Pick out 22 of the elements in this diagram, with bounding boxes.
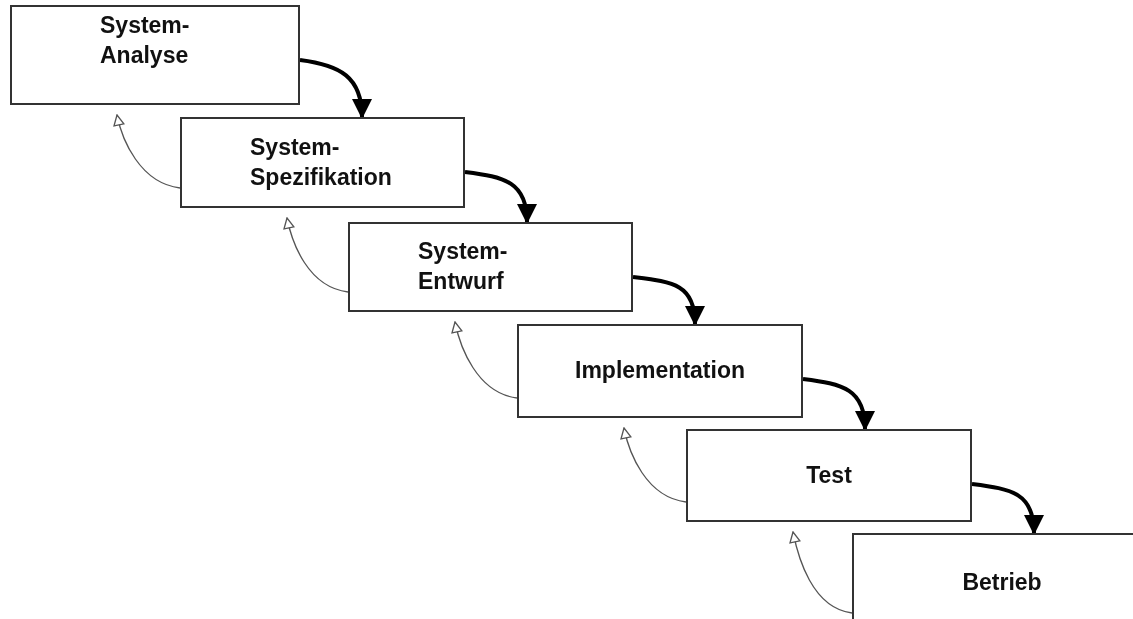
- process-box: [517, 324, 803, 418]
- step-label: System- Entwurf: [418, 237, 509, 296]
- forward-arrow: [464, 170, 537, 224]
- step-label: System- Spezifikation: [250, 132, 393, 192]
- forward-arrow: [632, 275, 705, 326]
- step-label: Betrieb: [962, 568, 1042, 598]
- forward-arrow: [299, 58, 372, 119]
- feedback-arrow: [620, 427, 687, 503]
- forward-arrow: [971, 482, 1044, 535]
- feedback-arrow: [283, 217, 349, 293]
- process-box: [348, 222, 633, 312]
- feedback-arrow: [113, 114, 181, 189]
- forward-arrow: [802, 377, 875, 431]
- step-label: System- Analyse: [100, 11, 191, 70]
- step-label: Implementation: [575, 356, 745, 386]
- feedback-arrow: [451, 321, 518, 399]
- process-box: [180, 117, 465, 208]
- step-label: Test: [806, 460, 852, 490]
- feedback-arrow: [789, 531, 853, 614]
- process-box: [852, 533, 1133, 619]
- process-box: [686, 429, 972, 522]
- process-box: [10, 5, 300, 105]
